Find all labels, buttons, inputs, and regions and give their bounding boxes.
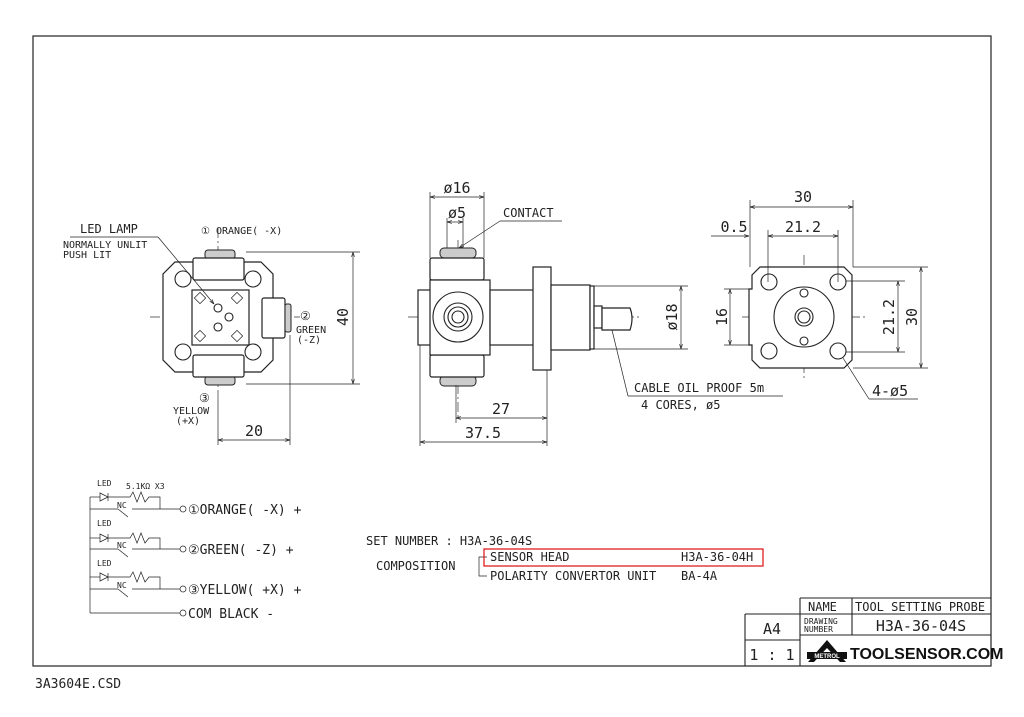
paper-size: A4	[763, 620, 781, 638]
dim-offset-0-5: 0.5	[720, 218, 747, 236]
name-label: NAME	[808, 600, 837, 614]
dim-contact-5: ø5	[448, 204, 466, 222]
port2-color: GREEN	[296, 325, 326, 336]
dim-37-5: 37.5	[465, 424, 501, 442]
dim-27: 27	[492, 400, 510, 418]
drawing-frame	[32, 35, 992, 667]
wire-com: COM BLACK -	[188, 607, 274, 622]
wiring-schematic: LED 5.1KΩ X3 NC LED NC LED NC ①ORANGE( -…	[89, 479, 302, 622]
sensor-head-code: H3A-36-04H	[681, 550, 753, 564]
dim-height-40: 40	[334, 308, 352, 326]
dim-pitch-v-21-2: 21.2	[880, 299, 898, 335]
footer-filename: 3A3604E.CSD	[35, 677, 121, 692]
wire-green: ②GREEN( -Z) +	[188, 543, 294, 558]
dim-offset-20: 20	[245, 422, 263, 440]
metrol-logo: METROL	[807, 640, 847, 662]
set-number: SET NUMBER : H3A-36-04S	[366, 534, 532, 548]
drawing-label-1: DRAWING	[804, 617, 838, 626]
wire-yellow: ③YELLOW( +X) +	[188, 583, 302, 598]
led-lamp-label: LED LAMP	[80, 222, 138, 236]
cable-spec-1: CABLE OIL PROOF 5m	[634, 381, 764, 395]
drawing-label-2: NUMBER	[804, 625, 833, 634]
scale: 1 : 1	[749, 646, 794, 664]
dim-body-18: ø18	[663, 303, 681, 330]
led-label-3: LED	[97, 559, 112, 568]
circuit-row-2	[90, 532, 187, 558]
circuit-row-3	[90, 571, 187, 598]
hole-spec: 4-ø5	[872, 382, 908, 400]
port3-color: YELLOW	[173, 406, 210, 417]
title-block: NAME TOOL SETTING PROBE DRAWING NUMBER H…	[744, 597, 1004, 666]
composition-label: COMPOSITION	[376, 559, 455, 573]
cable-spec-2: 4 CORES, ø5	[641, 398, 720, 412]
nc-label-3: NC	[117, 581, 127, 590]
led-label-2: LED	[97, 519, 112, 528]
composition-block: SET NUMBER : H3A-36-04S COMPOSITION SENS…	[366, 534, 764, 583]
resistor-label: 5.1KΩ X3	[126, 482, 165, 491]
port3-axis: (+X)	[176, 416, 200, 427]
top-view: LED LAMP NORMALLY UNLIT PUSH LIT ① ORANG…	[63, 222, 360, 445]
website: TOOLSENSOR.COM	[850, 646, 1004, 663]
nc-label-1: NC	[117, 501, 127, 510]
drawing-number: H3A-36-04S	[876, 617, 966, 635]
dim-16: 16	[713, 308, 731, 326]
convertor-code: BA-4A	[681, 569, 718, 583]
sensor-head-highlight	[483, 548, 764, 567]
end-view: 30 21.2 0.5 16 21.2 30 4-ø5	[711, 188, 928, 400]
port2-axis: (-Z)	[297, 335, 321, 346]
side-view: ø16 ø5 CONTACT ø18 CABLE OIL PROOF 5m 4 …	[408, 179, 783, 446]
dim-height-30: 30	[903, 308, 921, 326]
port1-label: ① ORANGE( -X)	[201, 226, 282, 237]
contact-label: CONTACT	[503, 206, 554, 220]
drawing-name: TOOL SETTING PROBE	[855, 600, 985, 614]
wire-orange: ①ORANGE( -X) +	[188, 503, 302, 518]
port3-num: ③	[199, 391, 210, 405]
convertor-name: POLARITY CONVERTOR UNIT	[490, 569, 656, 583]
led-label-1: LED	[97, 479, 112, 488]
sensor-head-name: SENSOR HEAD	[490, 550, 569, 564]
dim-pitch-h-21-2: 21.2	[785, 218, 821, 236]
circuit-row-1	[90, 491, 187, 518]
led-note-1: NORMALLY UNLIT	[63, 240, 147, 251]
led-note-2: PUSH LIT	[63, 250, 111, 261]
port2-num: ②	[300, 309, 311, 323]
dim-od-16: ø16	[443, 179, 470, 197]
nc-label-2: NC	[117, 541, 127, 550]
dim-width-30: 30	[794, 188, 812, 206]
svg-text:METROL: METROL	[814, 654, 840, 660]
